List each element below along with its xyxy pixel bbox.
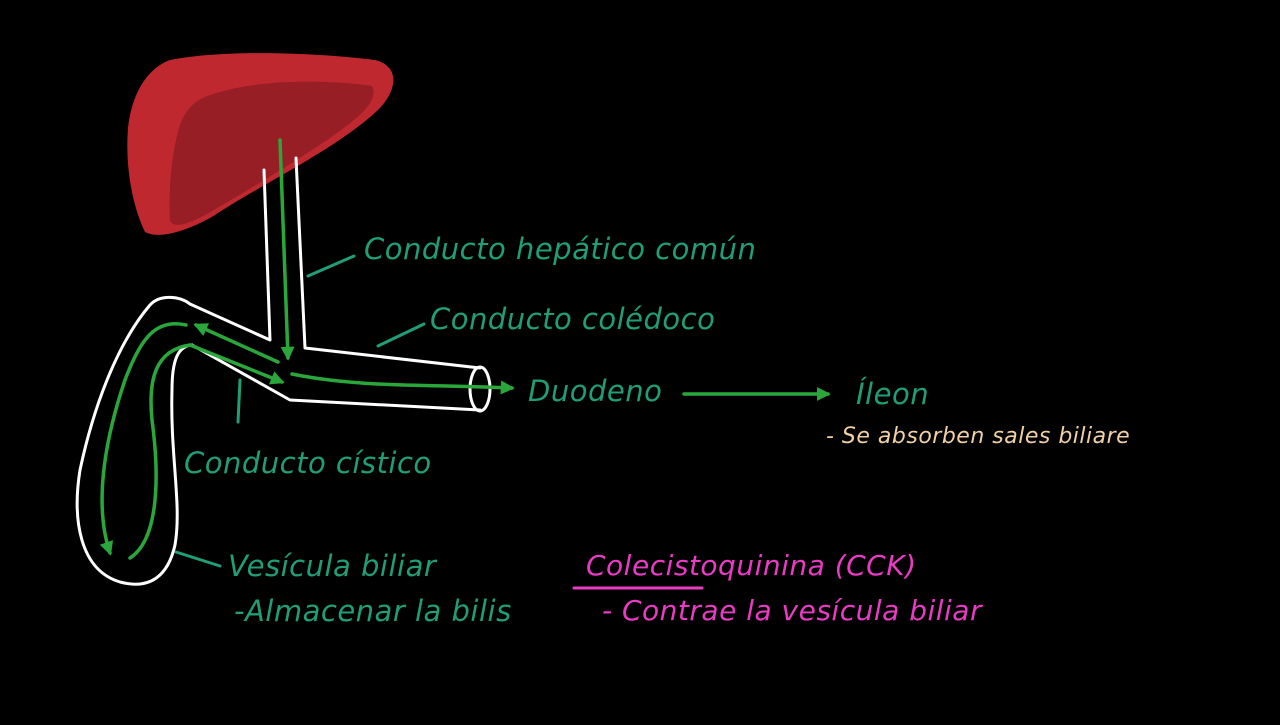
choledochal-leader-line bbox=[376, 322, 426, 348]
gallbladder-fill-arrow bbox=[99, 322, 188, 556]
common-bile-duct-label: Conducto colédoco bbox=[430, 302, 716, 336]
common-hepatic-duct-outline-right bbox=[294, 156, 482, 370]
ileum-note: - Se absorben sales biliare bbox=[826, 424, 1131, 449]
common-hepatic-duct-label: Conducto hepático común bbox=[364, 232, 757, 266]
gallbladder-empty-arrow bbox=[128, 343, 192, 560]
duodenum-label: Duodeno bbox=[528, 374, 663, 408]
hepatic-leader-line bbox=[306, 254, 356, 278]
liver bbox=[127, 53, 394, 235]
leader-lines bbox=[174, 254, 704, 590]
cystic-leader-line bbox=[236, 378, 242, 424]
gallbladder-note: -Almacenar la bilis bbox=[234, 594, 512, 628]
duct-outlines bbox=[75, 156, 492, 586]
common-hepatic-duct-outline bbox=[188, 168, 272, 342]
duodenum-opening-outline bbox=[468, 365, 492, 413]
liver-shadow bbox=[169, 81, 374, 225]
cystic-duct-outline-lower bbox=[190, 343, 482, 412]
gallbladder-leader-line bbox=[174, 550, 222, 568]
bile-flow-arrows bbox=[99, 138, 831, 560]
hepatic-flow-arrow bbox=[278, 138, 295, 361]
ileum-label: Íleon bbox=[856, 377, 930, 411]
cystic-duct-label: Conducto cístico bbox=[184, 446, 432, 480]
common-to-cystic-arrow bbox=[193, 323, 280, 364]
cck-note: - Contrae la vesícula biliar bbox=[602, 594, 982, 627]
gallbladder-label: Vesícula biliar bbox=[228, 549, 437, 583]
cystic-to-common-arrow bbox=[188, 343, 285, 385]
gallbladder-outline bbox=[75, 295, 194, 586]
cck-label: Colecistoquinina (CCK) bbox=[586, 549, 917, 582]
duodenum-flow-arrow bbox=[290, 372, 515, 395]
